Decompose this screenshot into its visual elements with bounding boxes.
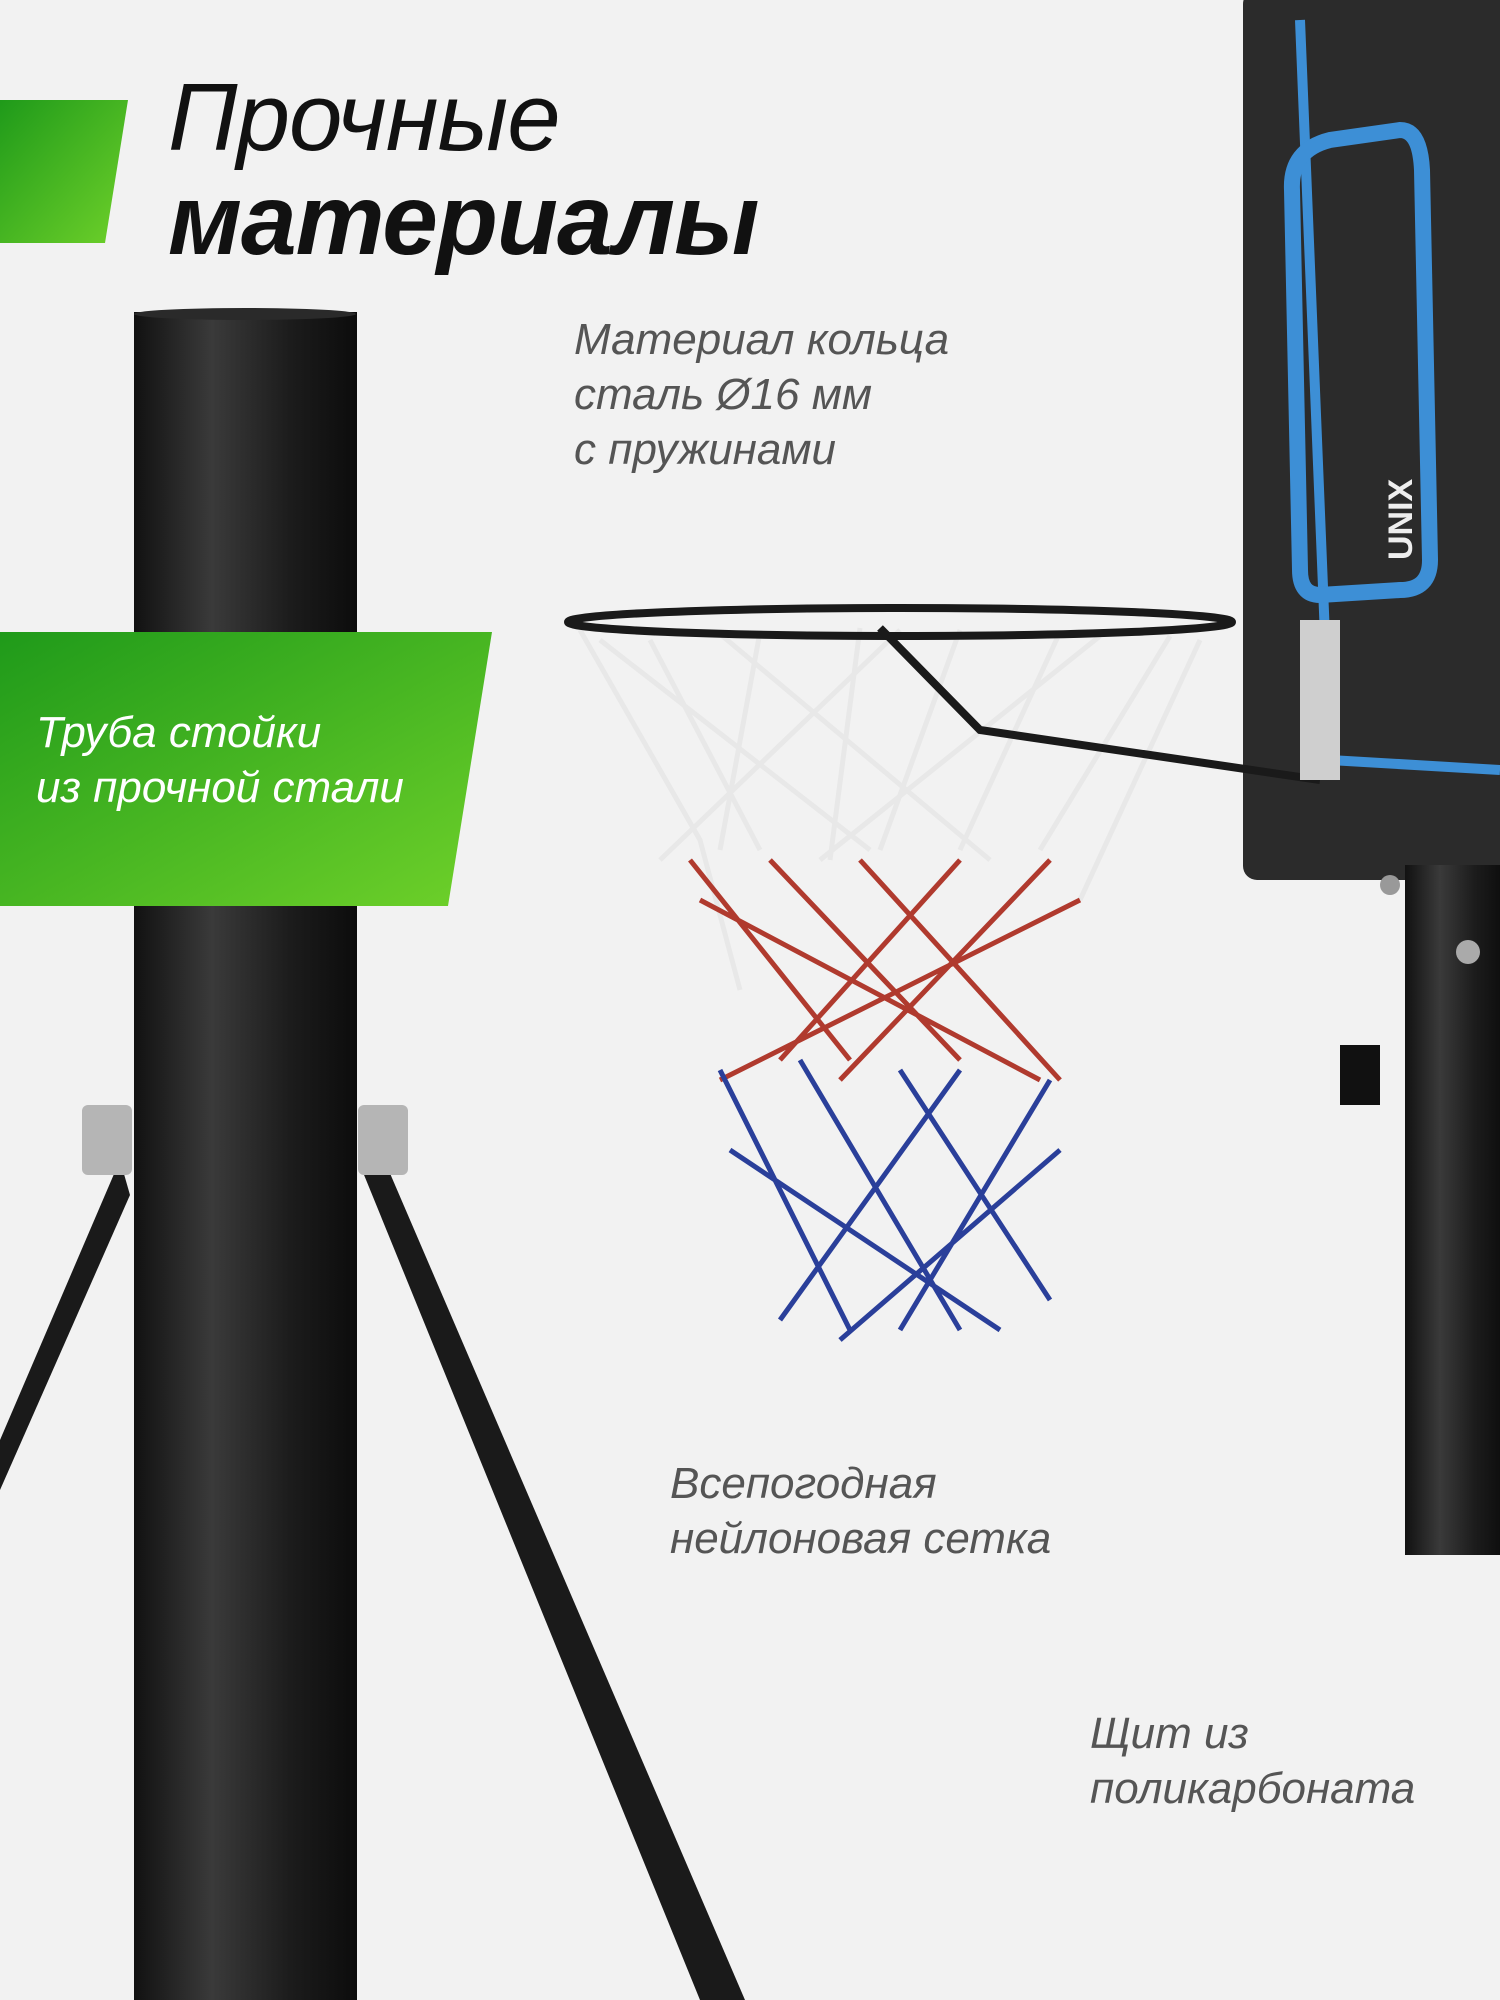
callout-net: Всепогодная нейлоновая сетка — [670, 1459, 1052, 1563]
backboard-post — [1405, 865, 1500, 1555]
banner-text: Труба стойки из прочной стали — [36, 708, 404, 812]
info-banner — [0, 632, 492, 906]
callout-rim: Материал кольца сталь Ø16 мм с пружинами — [574, 315, 950, 474]
rim-bracket — [877, 625, 1321, 784]
steel-pole — [134, 312, 357, 2000]
page-title: Прочные материалы — [168, 64, 759, 276]
net — [577, 627, 1203, 1342]
callout-backboard: Щит из поликарбоната — [1090, 1709, 1416, 1813]
rim — [564, 604, 1236, 640]
title-line-1: Прочные — [168, 64, 561, 171]
backboard: UNIX — [1243, 0, 1500, 880]
title-accent-bar — [0, 100, 128, 243]
title-line-2: материалы — [168, 164, 759, 276]
brand-logo: UNIX — [1382, 478, 1420, 560]
